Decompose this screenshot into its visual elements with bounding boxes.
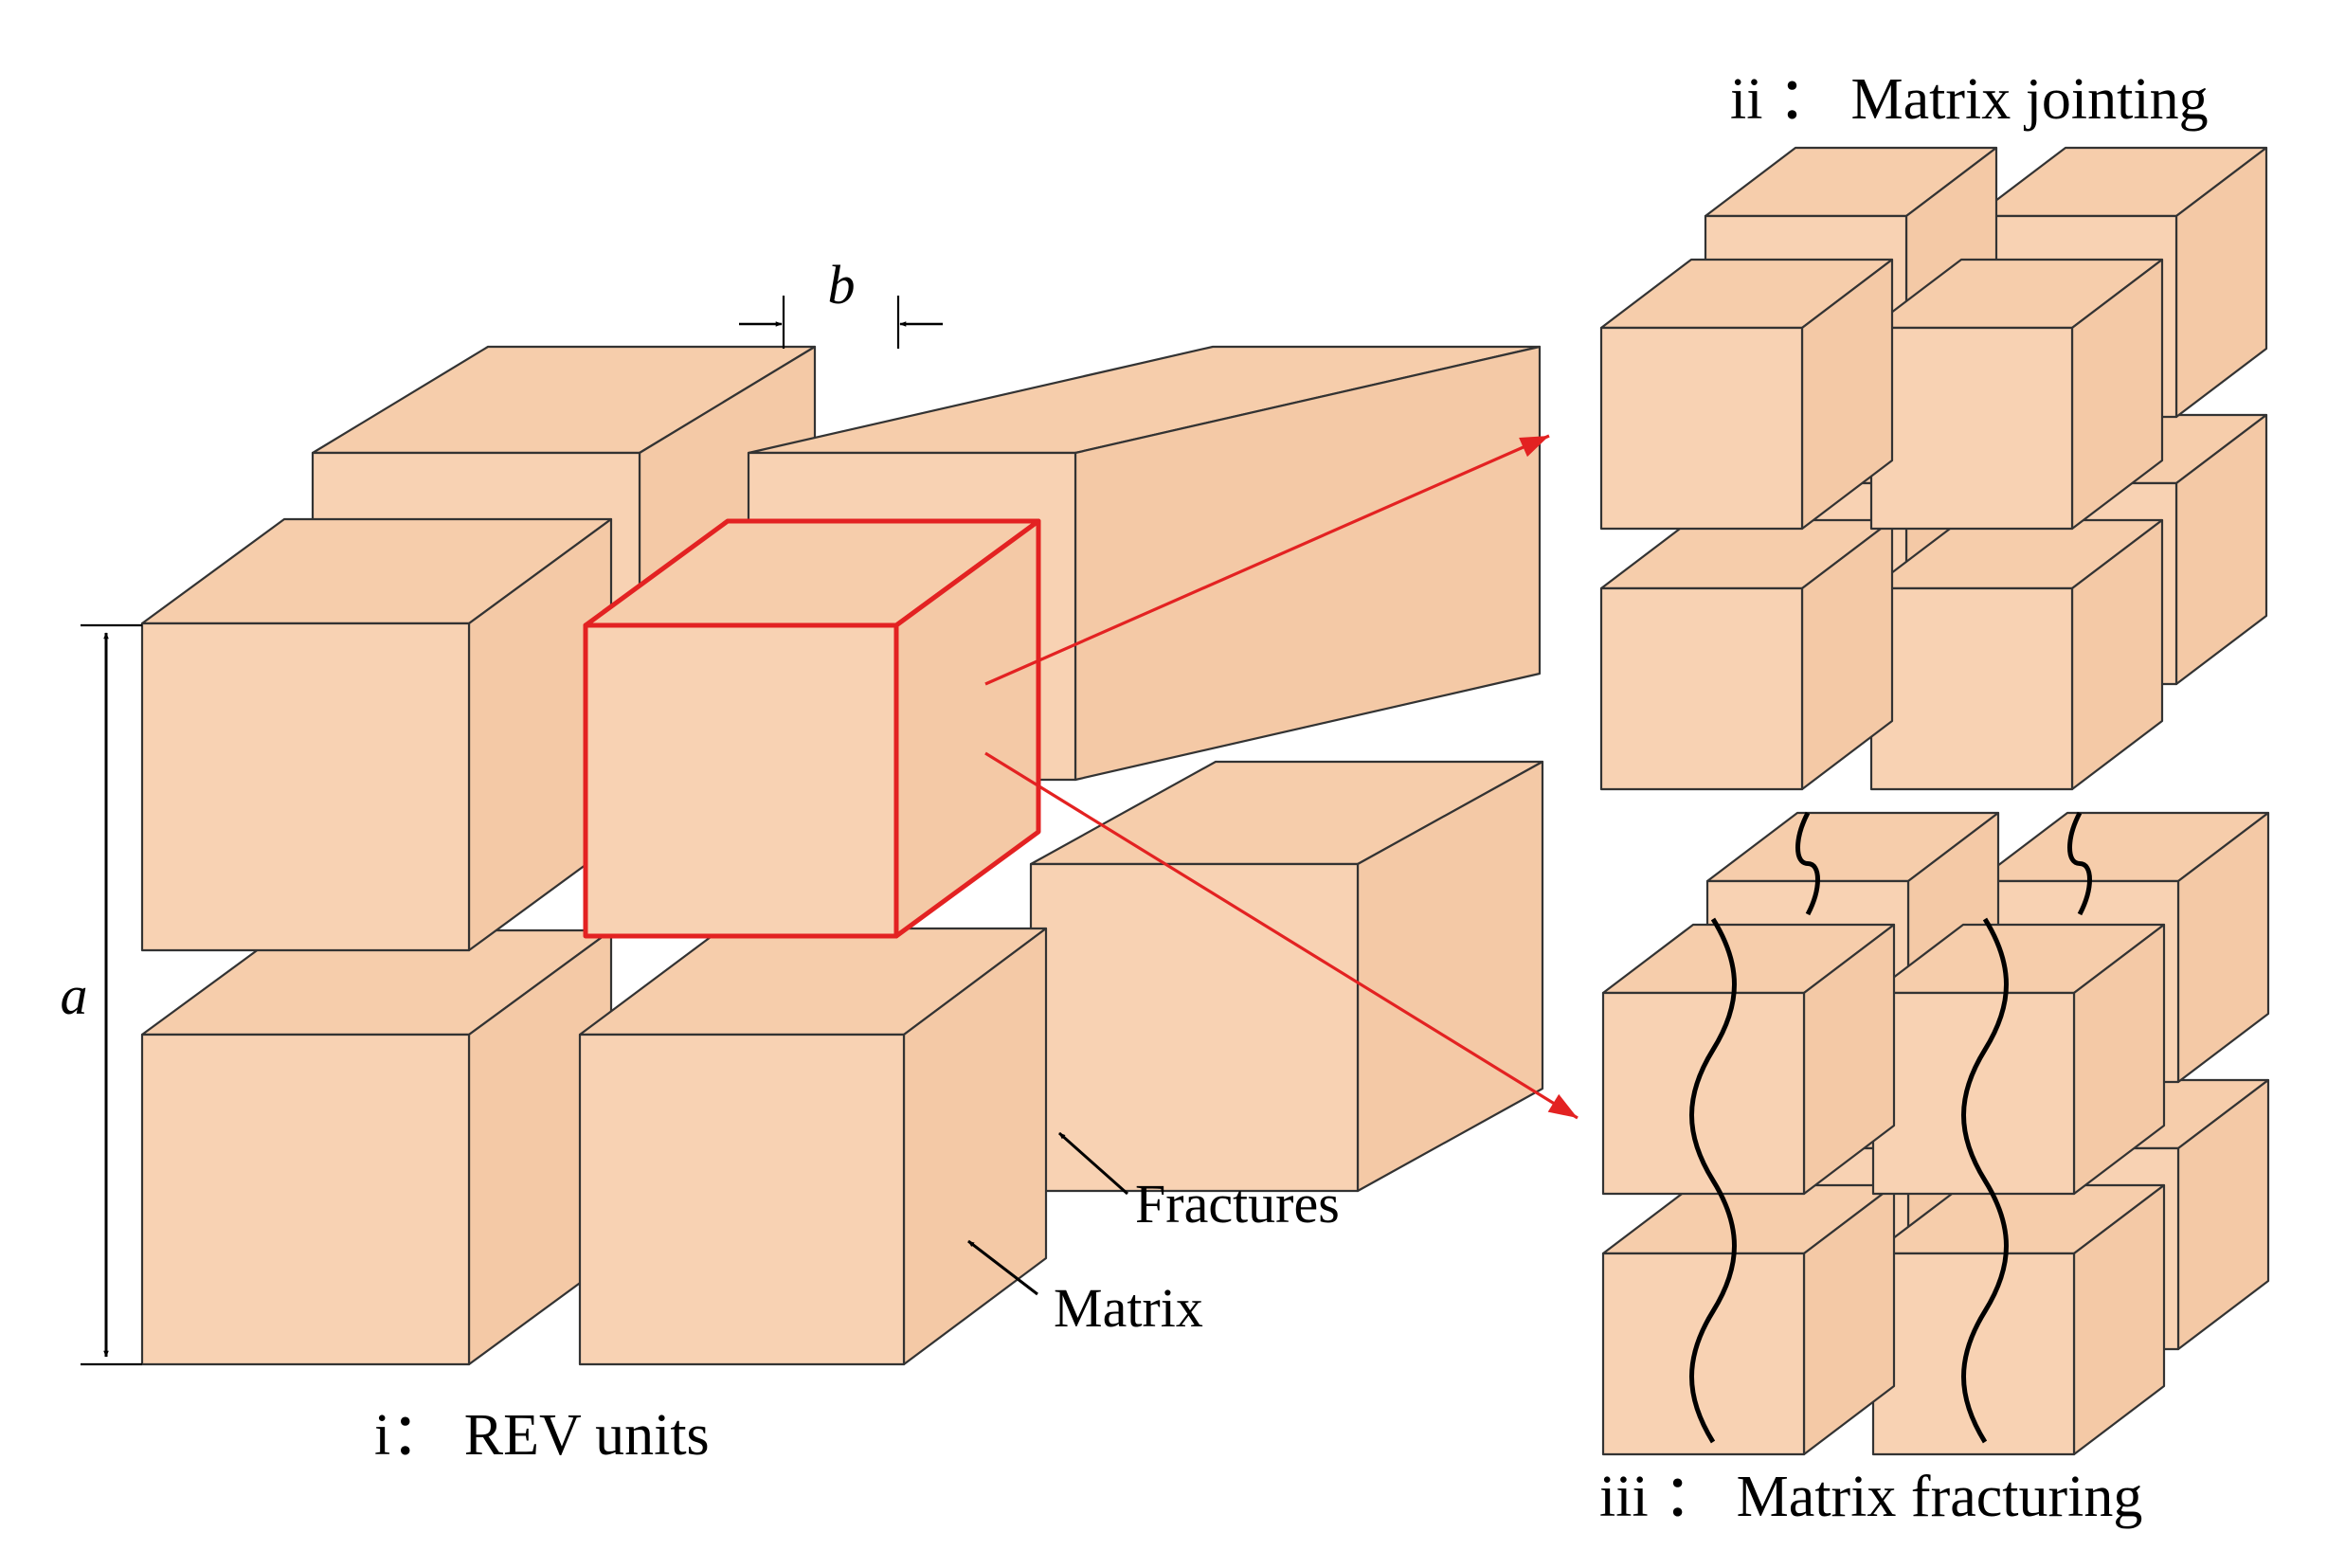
fractures-label: Fractures [1135,1173,1340,1235]
matrix-block [1869,518,2164,791]
highlighted-matrix-block [583,518,1041,939]
dimension-b: b [739,254,943,349]
panel-i-caption: i： REV units [374,1403,710,1468]
cube-front-face [1869,326,2074,531]
pointer-arrows [984,434,1578,1120]
matrix-block [1871,923,2166,1196]
matrix-callout: Matrix [967,1239,1203,1339]
cube-front-face [140,1033,471,1366]
panel-ii-caption: ii ： Matrix jointing [1730,67,2209,132]
pointer-to-jointing [984,434,1550,686]
fractures-callout: Fractures [1058,1131,1340,1235]
dimension-a: a [61,623,142,1366]
panel-rev-units: a b Fractures Matrix i： REV units [61,254,1544,1468]
dimension-b-label: b [828,254,856,315]
matrix-block [1599,258,1894,531]
matrix-block [1871,1183,2166,1456]
panel-iii-caption: iii ： Matrix fracturing [1599,1465,2142,1529]
dimension-a-label: a [61,964,88,1026]
matrix-block [578,927,1048,1366]
panel-matrix-fracturing: iii ： Matrix fracturing [1599,811,2270,1529]
panel-matrix-jointing: ii ： Matrix jointing [1599,67,2268,791]
matrix-label: Matrix [1054,1277,1203,1339]
cube-front-face [1599,326,1804,531]
cube-front-face [1869,586,2074,791]
matrix-block [140,928,613,1366]
fracturing-cube-array [1601,811,2270,1456]
cube-front-face [1029,862,1360,1193]
matrix-block [1029,760,1544,1193]
fracture-line-back [2067,811,2092,916]
fracture-line [1689,917,1737,1444]
matrix-block [1601,1183,1896,1456]
matrix-block [1601,923,1896,1196]
pointer-to-fracturing [984,751,1578,1120]
fracture-lines [1689,811,2092,1444]
matrix-block [1599,518,1894,791]
cube-front-face [140,622,471,952]
matrix-block [140,517,613,952]
matrix-block [1869,258,2164,531]
fracture-line-back [1795,811,1820,916]
jointing-cube-array [1599,146,2268,791]
fracture-line [1961,917,2009,1444]
cube-front-face [1599,586,1804,791]
cube-front-face [578,1033,906,1366]
highlighted-rev-unit [583,518,1041,939]
cube-front-face [583,622,899,939]
